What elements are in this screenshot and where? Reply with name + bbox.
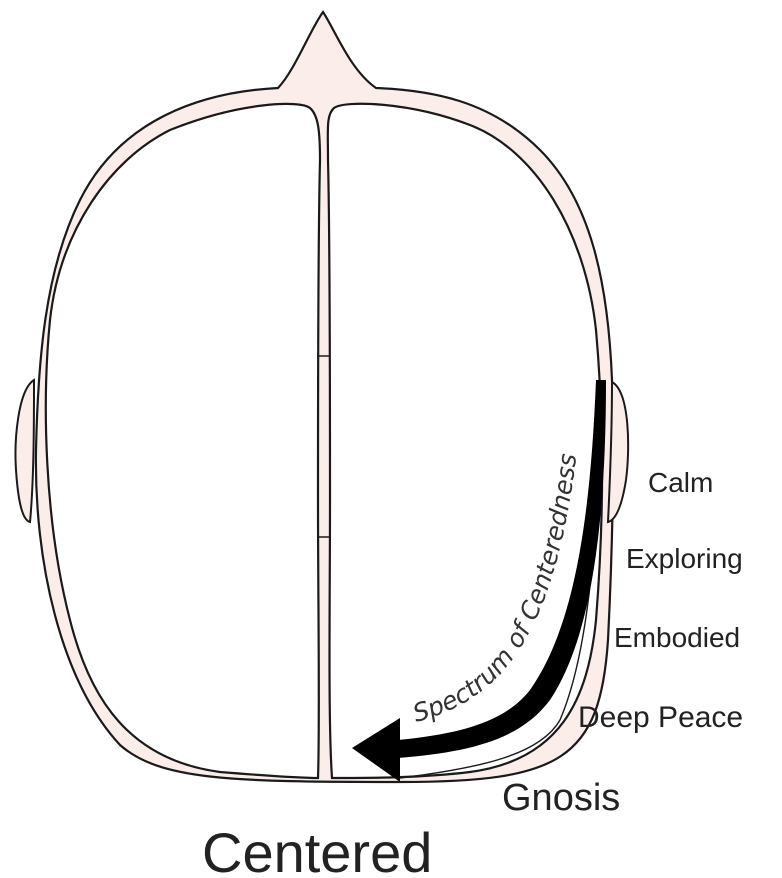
level-label-embodied: Embodied bbox=[614, 622, 740, 653]
level-label-gnosis: Gnosis bbox=[502, 777, 620, 819]
level-label-calm: Calm bbox=[648, 467, 713, 498]
level-label-deep-peace: Deep Peace bbox=[578, 701, 743, 734]
level-label-exploring: Exploring bbox=[626, 543, 743, 574]
centered-label: Centered bbox=[202, 821, 432, 878]
left-ear bbox=[16, 380, 34, 522]
right-ear bbox=[608, 382, 628, 522]
